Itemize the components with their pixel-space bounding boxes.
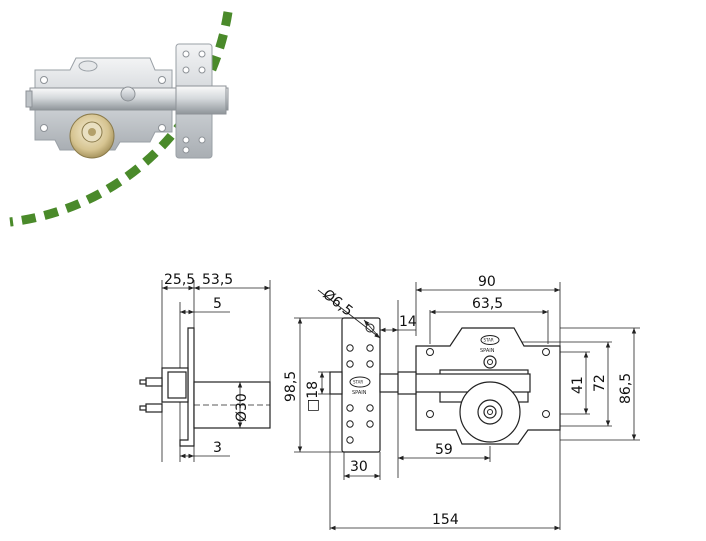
dashed-frame-arc: [9, 11, 233, 227]
body-plate-text: SPAIN: [480, 348, 495, 354]
dim-side-width-2: 53,5: [202, 272, 233, 288]
dim-plate-width: 30: [350, 459, 368, 475]
side-view: 25,5 53,5 5 Ø30 3: [139, 272, 271, 462]
dim-side-offset: 5: [213, 296, 222, 312]
product-photo: [25, 43, 229, 159]
dim-side-width-1: 25,5: [164, 272, 195, 288]
dim-bolt-square: □18: [305, 381, 321, 412]
dim-hole-vertical: 41: [570, 376, 586, 394]
dim-bolt-offset: 59: [435, 442, 453, 458]
dim-side-bottom: 3: [213, 440, 222, 456]
body-badge-text: STAR: [484, 338, 494, 343]
dim-body-inner-height: 72: [592, 374, 608, 392]
dim-gap: 14: [399, 314, 417, 330]
keeper-badge-text: STAR: [353, 380, 363, 385]
dim-body-width: 90: [478, 274, 496, 290]
front-view: STAR SPAIN STAR SPAIN Ø6,5 14: [283, 274, 640, 531]
dim-overall-height: 98,5: [283, 371, 299, 402]
keeper-plate-text: SPAIN: [352, 390, 367, 396]
dim-body-height: 86,5: [618, 373, 634, 404]
dim-side-diameter: Ø30: [234, 393, 250, 422]
dim-overall-length: 154: [432, 512, 459, 528]
dim-hole-spacing: 63,5: [472, 296, 503, 312]
